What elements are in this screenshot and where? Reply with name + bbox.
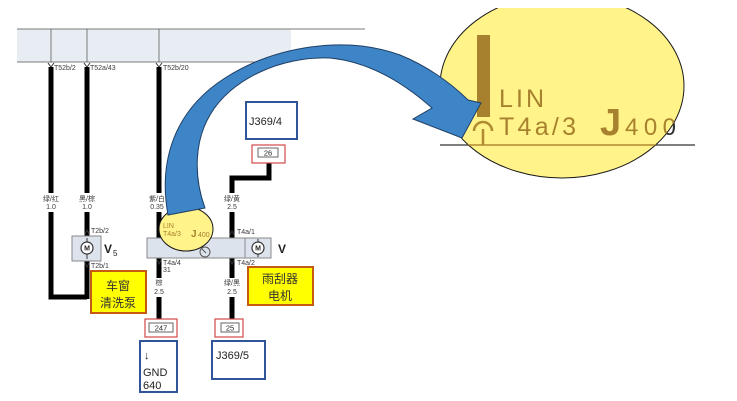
wire-color-label: 紫/白 bbox=[149, 194, 165, 203]
wiper-motor-annotation: 雨刮器 电机 bbox=[247, 266, 314, 306]
reference-box bbox=[139, 340, 178, 393]
pin-connector-icon bbox=[472, 120, 494, 132]
lin-wire-bar bbox=[477, 35, 490, 117]
wire-gauge-label: 2.5 bbox=[227, 289, 237, 296]
pin-label: T4a/2 bbox=[237, 260, 255, 267]
motor-icon bbox=[251, 241, 265, 255]
ground-arrow-icon: ↓ bbox=[144, 350, 150, 362]
connector-tag bbox=[257, 147, 279, 158]
pin-marker-icon bbox=[155, 62, 163, 68]
annotation-box bbox=[247, 266, 314, 306]
motor-icon bbox=[80, 241, 94, 255]
pin-marker-icon bbox=[229, 259, 235, 266]
pin-marker-icon bbox=[84, 262, 90, 269]
header-pin-label: T52a/43 bbox=[90, 65, 116, 72]
annotation-line: 雨刮器 bbox=[262, 272, 298, 286]
connector-tag bbox=[148, 322, 174, 333]
pin-marker-icon bbox=[156, 259, 162, 266]
wire-color-label: 黑/棕 bbox=[79, 194, 95, 203]
header-pin-label: T52b/20 bbox=[163, 65, 189, 72]
annotation-line: 车窗 bbox=[106, 278, 130, 293]
reference-label: J369/5 bbox=[216, 350, 249, 362]
reference-box bbox=[245, 101, 298, 140]
pin-marker-icon bbox=[84, 228, 90, 235]
connector-247: 247 bbox=[144, 318, 178, 338]
connector-number: 26 bbox=[264, 149, 272, 158]
washer-pump-annotation: 车窗 清洗泵 bbox=[90, 270, 147, 314]
wire-color-label: 绿/红 bbox=[43, 194, 59, 203]
curved-arrow-icon bbox=[164, 44, 482, 216]
wire-green-red bbox=[48, 67, 87, 300]
wire-gauge-label: 2.5 bbox=[227, 204, 237, 211]
wire-gauge-label: 0.35 bbox=[150, 204, 164, 211]
connector-number: 25 bbox=[226, 324, 234, 333]
reference-number: 640 bbox=[143, 380, 161, 392]
wire-color-label: 绿/黑 bbox=[224, 278, 240, 287]
washer-pump-v5: T2b/2 M V 5 T2b/1 bbox=[71, 228, 118, 270]
callout-ellipse bbox=[439, 8, 685, 179]
lin-pin-label: T4a/3 bbox=[163, 231, 181, 238]
wire-gauge-label: 1.0 bbox=[82, 204, 92, 211]
motor-glyph: M bbox=[84, 246, 90, 253]
header-bar: T52b/2 T52a/43 T52b/20 bbox=[17, 28, 365, 72]
wire-labels: 绿/红 1.0 黑/棕 1.0 紫/白 0.35 绿/黄 2.5 棕 2.5 绿… bbox=[43, 194, 240, 296]
pin-number: 31 bbox=[163, 267, 171, 274]
reference-j369-4: J369/4 bbox=[245, 101, 298, 140]
callout-lin-label: LIN bbox=[499, 85, 544, 113]
header-background bbox=[17, 29, 291, 62]
callout-pin-label: T4a/3 bbox=[499, 113, 576, 141]
connector-26: 26 bbox=[251, 144, 286, 164]
pin-label: T2b/1 bbox=[91, 263, 109, 270]
callout-name: J bbox=[600, 102, 621, 144]
annotation-line: 电机 bbox=[268, 289, 292, 303]
lin-pin-highlight: LIN T4a/3 J 400 bbox=[158, 206, 214, 252]
pin-label: T4a/4 bbox=[163, 260, 181, 267]
wire-gauge-label: 2.5 bbox=[154, 289, 164, 296]
pin-label: T2b/2 bbox=[91, 228, 109, 235]
j400-name-sub: 400 bbox=[198, 232, 210, 239]
component-designator: V bbox=[104, 242, 112, 256]
lin-label: LIN bbox=[163, 223, 174, 230]
pin-marker-icon bbox=[229, 229, 235, 236]
header-pin-label: T52b/2 bbox=[54, 65, 76, 72]
wire-color-label: 棕 bbox=[156, 278, 163, 287]
wire-gauge-label: 1.0 bbox=[46, 204, 56, 211]
annotation-box bbox=[90, 270, 147, 314]
annotation-line: 清洗泵 bbox=[100, 296, 136, 310]
reference-j369-5: J369/5 bbox=[211, 340, 266, 380]
j400-name: J bbox=[191, 229, 197, 240]
motor-glyph: M bbox=[255, 246, 261, 253]
control-unit-symbol-icon bbox=[199, 246, 211, 258]
component-designator-sub: 5 bbox=[113, 249, 118, 258]
control-unit-symbol-icon bbox=[201, 248, 207, 254]
wires bbox=[48, 67, 272, 320]
pin-label: T4a/1 bbox=[237, 229, 255, 236]
connector-25: 25 bbox=[214, 318, 244, 338]
wire-green-yellow bbox=[229, 160, 272, 238]
reference-gnd-640: ↓ GND 640 bbox=[139, 340, 178, 393]
reference-box bbox=[211, 340, 266, 380]
connector-tag bbox=[220, 322, 240, 333]
wire-color-label: 绿/黄 bbox=[224, 194, 240, 203]
zoom-callout: 400 LIN T4a/3 J 400 bbox=[439, 8, 695, 179]
reference-label: J369/4 bbox=[249, 116, 282, 128]
reference-label: GND bbox=[143, 367, 168, 379]
connector-number: 247 bbox=[155, 324, 168, 333]
component-designator: V bbox=[278, 242, 286, 256]
